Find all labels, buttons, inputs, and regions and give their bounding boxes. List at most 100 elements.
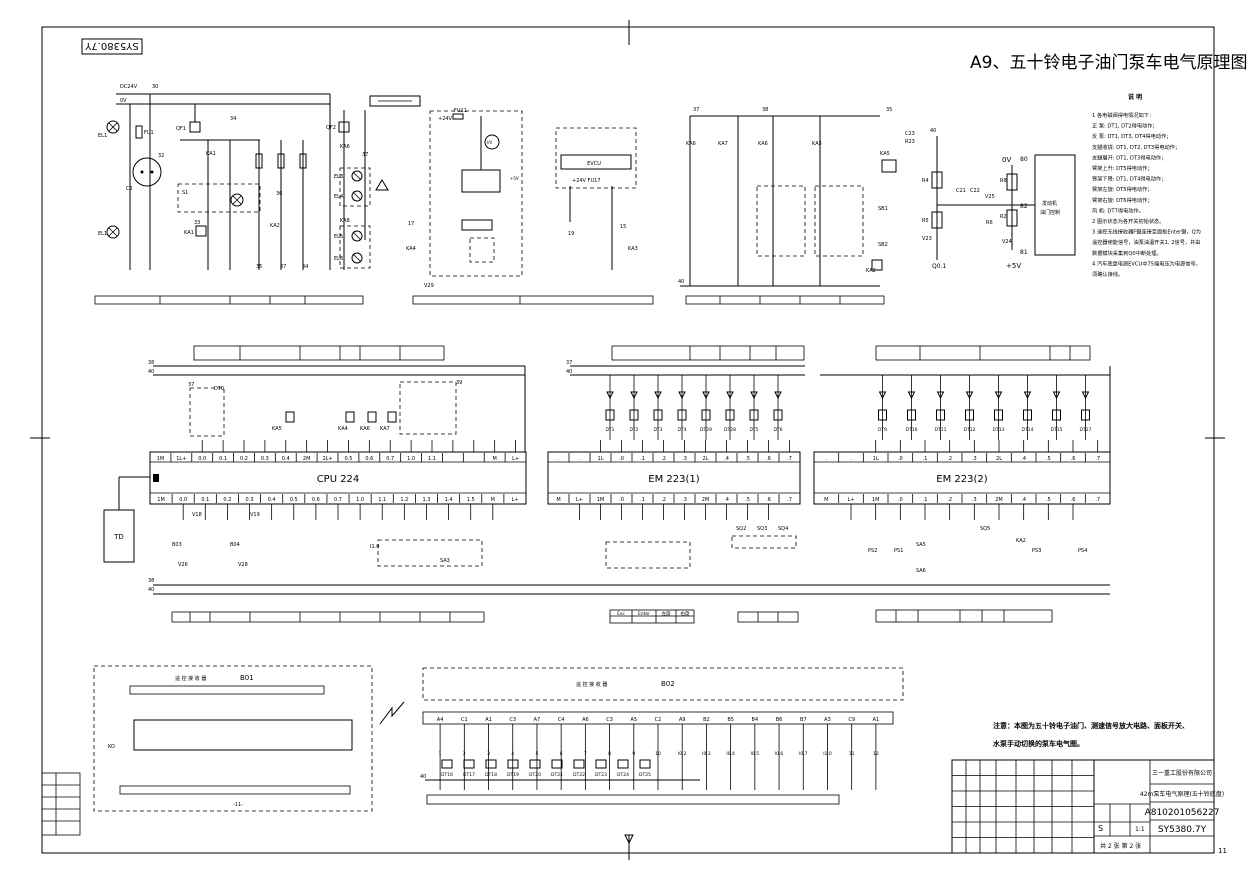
- svg-text:39: 39: [456, 380, 462, 386]
- svg-text:S1: S1: [182, 190, 188, 196]
- svg-text:SA6: SA6: [916, 568, 926, 574]
- top-left-footer: [94, 295, 364, 305]
- svg-text:81: 81: [1020, 249, 1028, 256]
- svg-text:QF2: QF2: [326, 125, 336, 131]
- svg-text:37: 37: [693, 107, 699, 113]
- b01-receiver-box: [93, 665, 373, 812]
- valve-tag: DT5: [749, 427, 758, 433]
- b02-pin: C9: [848, 717, 855, 723]
- evcu-module: [560, 154, 632, 170]
- cpu-output-terminal: 0.1: [219, 456, 227, 462]
- svg-text:发动机: 发动机: [1042, 200, 1057, 207]
- svg-text:C22: C22: [970, 188, 980, 194]
- cpu-output-terminal: 0.0: [198, 456, 206, 462]
- notes-line: 臂架下降: DT1, DT4得电动作；: [1092, 175, 1166, 183]
- cpu-output-terminal: 0.7: [386, 456, 394, 462]
- svg-text:19: 19: [568, 231, 574, 237]
- svg-text:0V: 0V: [120, 98, 127, 104]
- notes-block: 说 明 1 各电磁阀得电情况如下：正 泵: DT1, DT2得电动作；反 泵: …: [1092, 93, 1201, 278]
- svg-text:-11-: -11-: [233, 802, 243, 808]
- svg-text:PS2: PS2: [868, 548, 877, 554]
- cpu-output-relays: 37 DT0 KA5 KA4 KA6 KA7 39: [188, 380, 462, 437]
- em1-output-terminal: .5: [745, 456, 750, 462]
- cpu-output-terminal: L+: [512, 456, 519, 462]
- svg-text:R23: R23: [905, 139, 915, 145]
- svg-text:35: 35: [256, 264, 262, 270]
- cpu-input-terminal: 1M: [157, 497, 165, 503]
- em2-input-terminal: 2M: [995, 497, 1003, 503]
- svg-text:37: 37: [362, 152, 368, 158]
- company-name: 三一重工股份有限公司: [1152, 769, 1212, 777]
- cpu-input-terminal: 0.4: [268, 497, 276, 503]
- svg-text:38: 38: [148, 578, 154, 584]
- scale-value: 1:1: [1135, 826, 1145, 833]
- em1-output-terminal: .3: [682, 456, 687, 462]
- em1-footer-cell: 右旋: [681, 610, 690, 617]
- stage-mark: S: [1098, 824, 1103, 833]
- svg-text:SB2: SB2: [878, 242, 888, 248]
- svg-text:EL1: EL1: [98, 133, 107, 139]
- em1-input-terminal: .1: [640, 497, 645, 503]
- svg-text:32: 32: [158, 153, 164, 159]
- em1-input-terminal: 2M: [702, 497, 710, 503]
- b02-terminal-number: 2: [463, 751, 466, 757]
- svg-text:V23: V23: [922, 236, 932, 242]
- svg-text:KA6: KA6: [686, 141, 696, 147]
- page-number: 11: [1218, 847, 1227, 855]
- svg-text:KO: KO: [108, 744, 115, 750]
- em2-input-terminal: .7: [1095, 497, 1100, 503]
- b02-output-tag: DT19: [507, 772, 519, 778]
- svg-text:40: 40: [148, 369, 154, 375]
- em1-output-terminal: 1L: [598, 456, 604, 462]
- throttle-circuit: +24V FU11 I/V KA4 17 V29 +5V EVCU +24V F…: [406, 108, 638, 289]
- cpu224-label: CPU 224: [317, 474, 360, 485]
- cpu-input-terminal: 0.7: [334, 497, 342, 503]
- svg-text:EL5: EL5: [334, 234, 343, 240]
- svg-text:DT0: DT0: [214, 386, 224, 392]
- b02-pin: C3: [606, 717, 613, 723]
- svg-text:80: 80: [1020, 156, 1028, 163]
- svg-text:PS4: PS4: [1078, 548, 1087, 554]
- svg-text:SA5: SA5: [916, 542, 926, 548]
- breaker-qf1: [189, 121, 201, 133]
- b02-connector-box: [422, 667, 904, 701]
- b02-output-tag: DT22: [573, 772, 585, 778]
- svg-text:R4: R4: [922, 178, 929, 184]
- cpu-input-terminal: 1.4: [445, 497, 453, 503]
- cpu-output-terminal: 1L+: [176, 456, 186, 462]
- em1-footer-cell: Esc: [617, 611, 625, 617]
- b02-terminal-number: I0.7: [799, 751, 808, 757]
- cpu-input-terminal: 1.2: [400, 497, 408, 503]
- throttle-controller: [1034, 154, 1076, 256]
- notes-line: 4 汽车底盘电源EVCU中75端电压为电源信号，: [1092, 259, 1201, 267]
- svg-text:V25: V25: [985, 194, 995, 200]
- em1-footer-table: [609, 609, 695, 624]
- em1-footer-cell: Enter: [638, 611, 650, 617]
- b02-pin: B5: [727, 717, 734, 723]
- b02-pin: A3: [824, 717, 831, 723]
- b02-terminal-number: 7: [584, 751, 587, 757]
- notes-line: 支腿收拢: DT1, DT2, DT3得电动作；: [1092, 143, 1180, 151]
- throttle-box: [429, 110, 523, 277]
- b02-output-tag: DT16: [441, 772, 453, 778]
- b02-pin: C2: [655, 717, 662, 723]
- valve-tag: DT4: [677, 427, 686, 433]
- outer-frame: [41, 26, 1215, 854]
- em1-input-terminal: .4: [724, 497, 729, 503]
- em1-output-terminal: 2L: [703, 456, 709, 462]
- svg-text:SQ5: SQ5: [980, 526, 990, 532]
- b01-receiver-body: [133, 719, 353, 751]
- b02-label: B02: [661, 680, 675, 688]
- svg-text:C23: C23: [905, 131, 915, 137]
- svg-text:KA6: KA6: [360, 426, 370, 432]
- svg-text:SQ4: SQ4: [778, 526, 788, 532]
- svg-text:+24V FU17: +24V FU17: [572, 178, 600, 184]
- b02-pin: A1: [873, 717, 880, 723]
- cpu-output-terminal: 2M: [303, 456, 311, 462]
- remark-line-2: 水泵手动切换的泵车电气图。: [993, 739, 1084, 748]
- b02-output-tag: DT18: [485, 772, 497, 778]
- series-code: SY5380.7Y: [1158, 825, 1207, 835]
- em2-input-terminal: .1: [923, 497, 928, 503]
- em1-input-terminal: .7: [787, 497, 792, 503]
